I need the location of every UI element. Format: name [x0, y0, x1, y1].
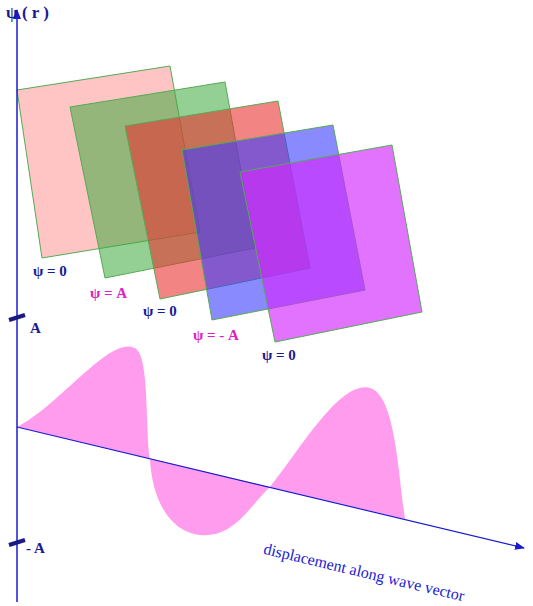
displacement-axis: [17, 427, 524, 548]
tick-label: A: [30, 320, 41, 337]
plane-value: ψ = 0: [262, 347, 296, 364]
tick-label: - A: [26, 540, 45, 557]
tick-mark: [9, 315, 25, 320]
psi-axis: [16, 10, 18, 602]
plane-value: ψ = - A: [193, 327, 239, 344]
plane-value: ψ = A: [90, 285, 127, 302]
wavefront-planes: [17, 66, 422, 342]
plane-value: ψ = 0: [143, 303, 177, 320]
axis-label: displacement along wave vector: [262, 540, 466, 605]
axis-label: ψ ( r ): [6, 4, 49, 23]
tick-mark: [9, 540, 25, 545]
plane-value: ψ = 0: [33, 263, 67, 280]
